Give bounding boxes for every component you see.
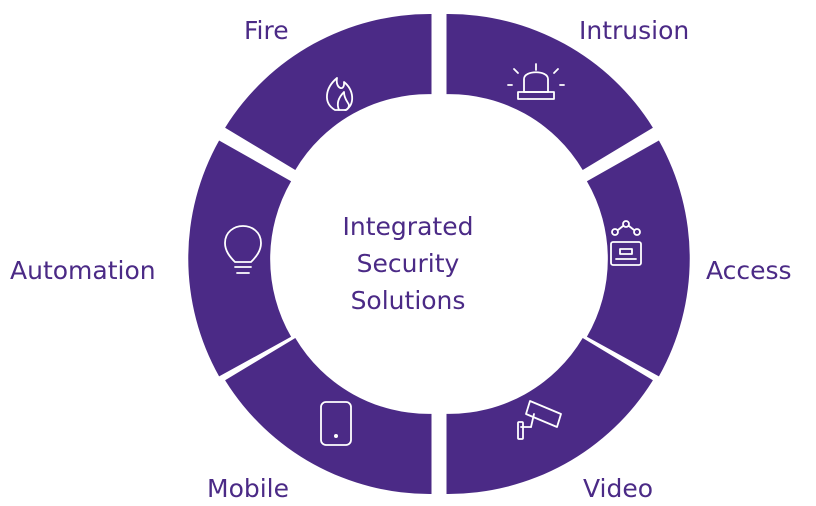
intrusion-label: Intrusion: [579, 16, 690, 45]
segment-access: [586, 140, 690, 377]
security-camera-icon: [517, 400, 562, 440]
center-title: Integrated Security Solutions: [308, 198, 508, 328]
center-title-line-1: Integrated: [342, 211, 474, 241]
smartphone-icon: [320, 401, 352, 446]
alarm-light-icon: [507, 63, 565, 100]
video-label: Video: [583, 474, 654, 503]
center-title-line-2: Security: [356, 248, 460, 278]
access-label: Access: [706, 256, 792, 285]
segment-video: [446, 338, 653, 495]
center-title-line-3: Solutions: [350, 285, 466, 315]
access-control-icon: [610, 220, 642, 266]
automation-label: Automation: [10, 256, 156, 285]
segment-automation: [188, 140, 292, 377]
segment-icons: [224, 63, 642, 446]
lightbulb-icon: [224, 225, 262, 274]
mobile-label: Mobile: [207, 474, 290, 503]
fire-label: Fire: [244, 16, 289, 45]
flame-icon: [326, 77, 354, 111]
segment-mobile: [225, 338, 432, 495]
